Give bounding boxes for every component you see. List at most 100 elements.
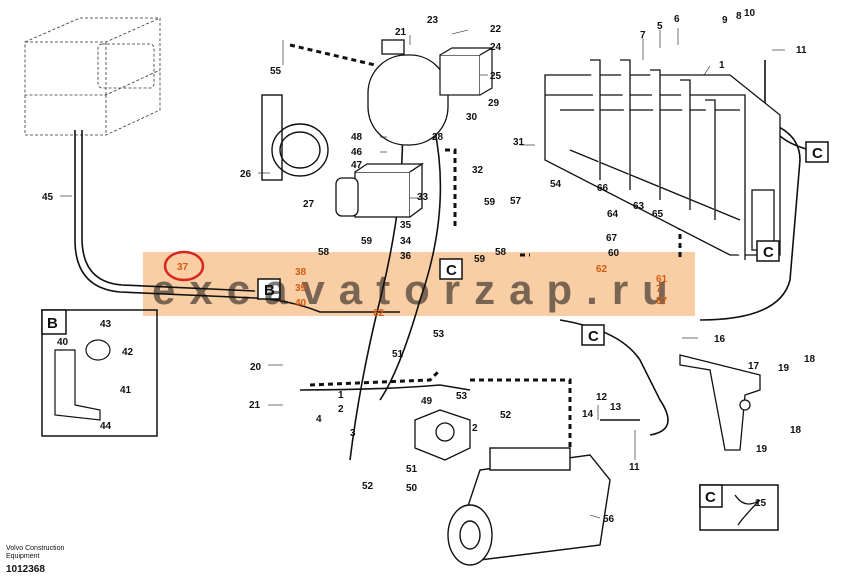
callout-36: 36 [400,251,412,262]
callout-59b: 59 [474,254,486,265]
callout-31: 31 [513,137,525,148]
callout-66: 66 [597,183,609,194]
callout-32: 32 [472,165,484,176]
callout-2b: 2 [472,423,478,434]
callout-35: 35 [400,220,412,231]
callout-45: 45 [42,192,54,203]
callout-50: 50 [406,483,418,494]
callout-42: 42 [122,347,134,358]
callout-33: 33 [417,192,429,203]
callout-46: 46 [351,147,363,158]
callout-51: 51 [406,464,418,475]
solenoid-valve-33 [335,162,425,218]
callout-56: 56 [603,514,615,525]
section-ref-b: B [264,282,275,299]
callout-17: 17 [748,361,760,372]
callout-59a: 59 [484,197,496,208]
adapter-block-49 [414,409,471,461]
callout-65: 65 [652,209,664,220]
callout-19a: 19 [778,363,790,374]
callout-1-top: 1 [719,60,725,71]
callout-23: 23 [427,15,439,26]
callout-12: 12 [596,392,608,403]
callout-30: 30 [466,112,478,123]
section-ref-c-3: C [763,244,774,261]
callout-53: 53 [456,391,468,402]
callout-57a: 57 [510,196,522,207]
callout-59c: 59 [361,236,373,247]
callout-38: 38 [295,267,307,278]
callout-54: 54 [550,179,562,190]
control-valve-bank [544,59,781,260]
callout-41: 41 [120,385,132,396]
document-number: 1012368 [6,564,45,575]
callout-16: 16 [714,334,726,345]
highlight-marker [163,250,205,282]
leader-lines [60,28,785,519]
callout-22: 22 [490,24,502,35]
callout-5: 5 [657,21,663,32]
callout-52b: 52 [362,481,374,492]
callout-11-bottom: 11 [629,462,640,473]
callout-57b: 57 [656,296,668,307]
callout-49: 49 [421,396,433,407]
callout-58a: 58 [495,247,507,258]
callout-2a: 2 [338,404,344,415]
bracket-17 [679,354,761,451]
clamp-26 [261,94,329,181]
detail-b-label: B [47,315,58,332]
callout-18a: 18 [804,354,816,365]
callout-21: 21 [395,27,407,38]
accumulator [367,39,449,146]
callout-7b: 7 [656,284,662,295]
callout-4: 4 [316,414,322,425]
section-reference-labels: B C C C C [264,145,823,345]
callout-28: 28 [432,132,444,143]
bracket-40 [54,339,111,421]
callout-60: 60 [608,248,620,259]
callout-67: 67 [606,233,618,244]
callout-27: 27 [303,199,315,210]
callout-8: 8 [736,11,742,22]
callout-63: 63 [633,201,645,212]
callout-9: 9 [722,15,728,26]
brand-label: Volvo Construction Equipment [6,545,65,560]
watermark: excavatorzap.ru [152,266,682,313]
callout-19b: 19 [756,444,768,455]
callout-62a: 62 [596,264,608,275]
callout-58b: 58 [318,247,330,258]
callout-48: 48 [351,132,363,143]
callout-43: 43 [100,319,112,330]
detail-b-frame: B [41,309,158,437]
callout-14: 14 [582,409,594,420]
callout-13: 13 [610,402,622,413]
callout-21b: 21 [249,400,261,411]
callout-39: 39 [295,283,307,294]
callout-62b: 62 [373,308,385,319]
callout-47: 47 [351,160,363,171]
hydraulic-tank [24,17,161,136]
callout-61: 61 [656,274,668,285]
callout-25: 25 [490,71,502,82]
callout-52a: 52 [500,410,512,421]
callout-53-upper: 53 [433,329,445,340]
callout-64: 64 [607,209,619,220]
callout-3: 3 [350,428,356,439]
solenoid-valve-25 [439,46,495,96]
callout-51-upper: 51 [392,349,404,360]
callout-24: 24 [490,42,502,53]
callout-44: 44 [100,421,112,432]
callout-29: 29 [488,98,500,109]
section-ref-c-4: C [588,328,599,345]
callout-18b: 18 [790,425,802,436]
callout-11-top: 11 [796,45,807,56]
callout-55: 55 [270,66,282,77]
section-ref-c-1: C [446,262,457,279]
callout-10: 10 [744,8,756,19]
callout-34: 34 [400,236,412,247]
callout-6: 6 [674,14,680,25]
section-references [257,141,829,346]
callout-7: 7 [640,30,646,41]
